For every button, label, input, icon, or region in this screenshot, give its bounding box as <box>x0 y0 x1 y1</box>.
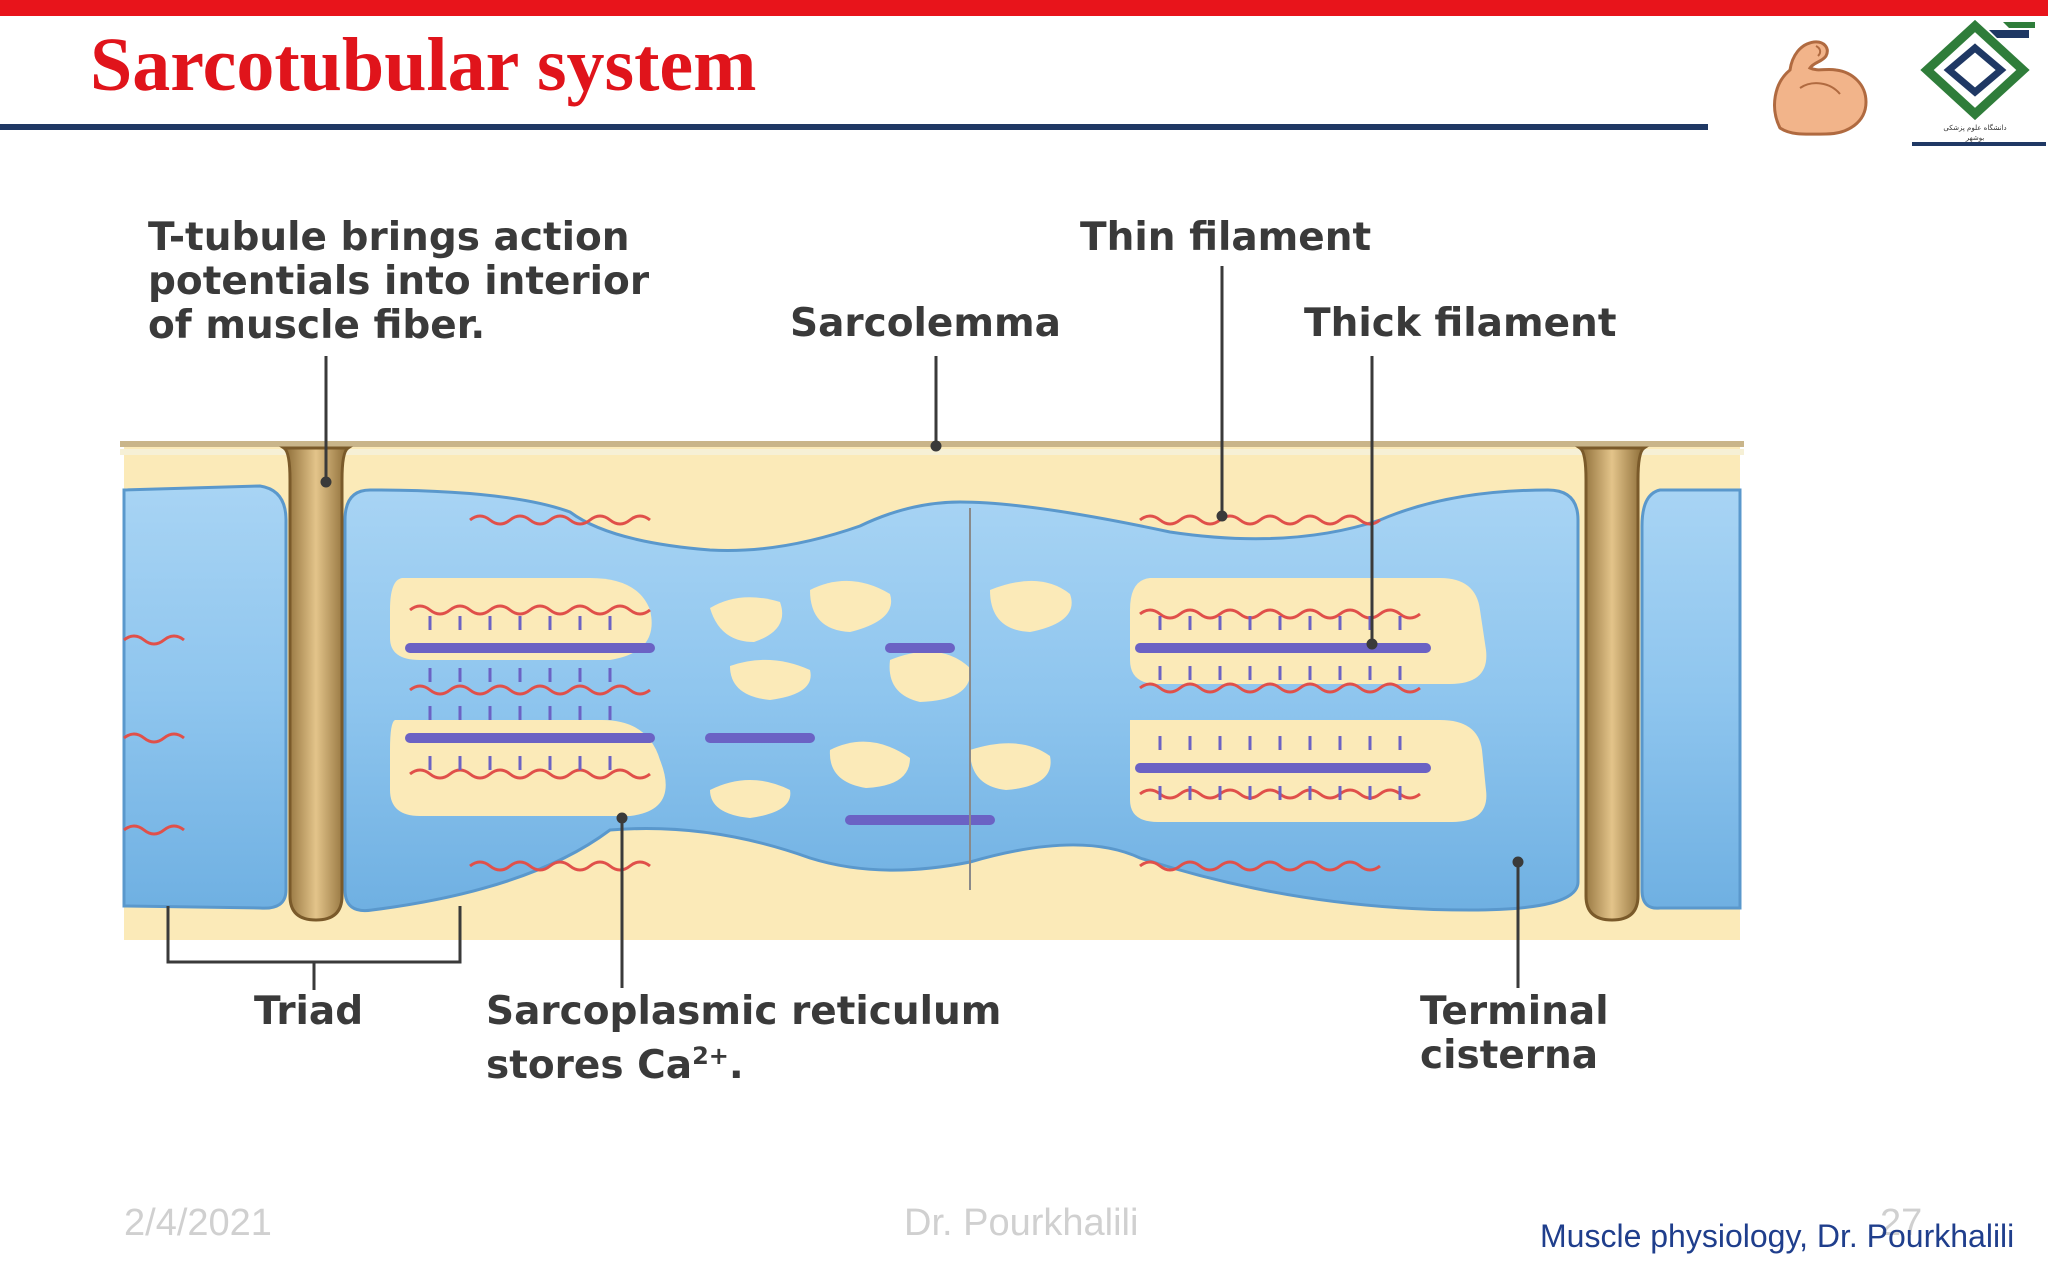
label-triad: Triad <box>254 989 364 1034</box>
label-sr-line1: Sarcoplasmic reticulum <box>486 989 1002 1034</box>
label-thick-filament: Thick filament <box>1304 301 1617 346</box>
label-t-tubule: T-tubule brings action potentials into i… <box>148 215 650 348</box>
slide-title: Sarcotubular system <box>90 23 757 107</box>
flexed-arm-icon <box>1773 40 1868 136</box>
label-sr-calcium-charge: 2+ <box>692 1042 729 1070</box>
footer-date: 2/4/2021 <box>124 1202 272 1244</box>
logo-underline <box>1912 142 2046 146</box>
footer-course-title: Muscle physiology, Dr. Pourkhalili <box>1540 1218 2015 1254</box>
myosin-heads <box>428 616 1402 800</box>
sarcoplasmic-reticulum-main <box>343 488 1580 913</box>
leader-lines <box>166 266 1524 990</box>
top-accent-bar <box>0 0 2048 16</box>
thick-filaments <box>405 643 1431 825</box>
label-terminal-cisterna: Terminal cisterna <box>1420 989 1609 1078</box>
label-sr-line2-prefix: stores Ca <box>486 1043 693 1088</box>
footer-page-number: 27 <box>1880 1202 1923 1244</box>
t-tubule-right <box>1575 446 1649 922</box>
sr-right-partial <box>1640 488 1742 910</box>
sr-left-partial <box>122 484 288 910</box>
footer-author: Dr. Pourkhalili <box>904 1202 1139 1244</box>
label-sarcolemma: Sarcolemma <box>790 301 1061 346</box>
thin-filaments <box>123 514 1421 872</box>
svg-text:بوشهر: بوشهر <box>1965 134 1985 142</box>
label-sarcoplasmic-reticulum: Sarcoplasmic reticulum stores Ca2+. <box>486 990 1001 1088</box>
t-tubule-left <box>279 446 353 922</box>
university-emblem-icon: دانشگاه علوم پزشکی بوشهر <box>1920 19 2035 142</box>
muscle-fiber-illustration <box>120 266 1744 990</box>
label-sr-line2-suffix: . <box>728 1043 744 1088</box>
svg-text:دانشگاه علوم پزشکی: دانشگاه علوم پزشکی <box>1943 123 2006 132</box>
sarcotubular-diagram: T-tubule brings action potentials into i… <box>90 190 1790 1090</box>
label-thin-filament: Thin filament <box>1080 215 1372 260</box>
title-underline <box>0 124 1708 130</box>
